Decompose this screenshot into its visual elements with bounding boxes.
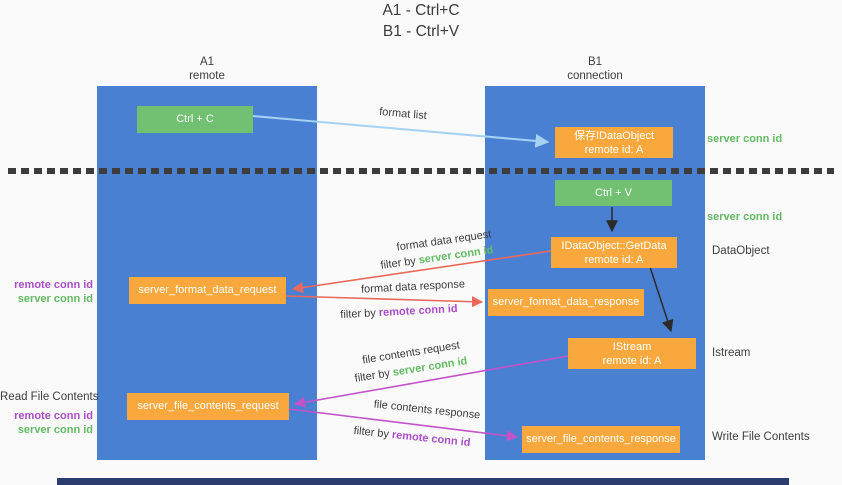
column-b1-subtitle: connection (567, 70, 623, 82)
edge-label-filter-by-remote-conn-id-2: filter by remote conn id (353, 425, 471, 449)
annotation-server-conn-id-top: server conn id (707, 133, 783, 145)
edge-label-file-contents-response-text: file contents response (373, 398, 481, 422)
node-server-file-contents-response: server_file_contents_response (522, 426, 680, 453)
node-idataobject-getdata: IDataObject::GetData remote id: A (551, 237, 677, 268)
remote-conn-id-text: remote conn id (391, 428, 471, 450)
node-server-format-data-request: server_format_data_request (129, 277, 286, 304)
annotation-server-conn-id-mid: server conn id (707, 211, 783, 223)
column-header-b1: B1 connection (485, 55, 705, 83)
node-ctrl-c: Ctrl + C (137, 106, 253, 133)
annotation-remote-conn-id-left-2: remote conn id (14, 410, 93, 422)
node-ctrl-v: Ctrl + V (555, 180, 672, 206)
annotation-server-conn-id-left-2: server conn id (17, 424, 93, 436)
node-ctrl-c-label: Ctrl + C (176, 113, 214, 125)
edge-label-filter-by-remote-conn-id-1: filter by remote conn id (340, 303, 458, 321)
column-a1-subtitle: remote (189, 70, 225, 82)
filter-by-text: filter by (379, 254, 420, 272)
remote-conn-id-text: remote conn id (378, 302, 458, 320)
node-istream-line2: remote id: A (602, 355, 662, 367)
node-istream: IStream remote id: A (568, 338, 696, 369)
annotation-write-file-contents: Write File Contents (712, 431, 810, 443)
node-server-file-contents-request: server_file_contents_request (127, 393, 289, 420)
column-header-a1: A1 remote (97, 55, 317, 83)
node-save-idataobject-line1: 保存IDataObject (573, 130, 655, 142)
edge-label-format-data-response: format data response (361, 278, 465, 295)
edge-label-file-contents-response: file contents response (373, 398, 481, 421)
node-istream-line1: IStream (612, 341, 652, 353)
node-getdata-line2: remote id: A (584, 254, 644, 266)
section-divider (8, 168, 834, 174)
column-a1-name: A1 (199, 56, 215, 68)
node-save-idataobject-line2: remote id: A (584, 144, 644, 156)
annotation-istream: Istream (712, 347, 751, 359)
node-server-file-contents-response-label: server_file_contents_response (526, 433, 676, 445)
bottom-window-edge (57, 478, 789, 485)
annotation-server-conn-id-left-1: server conn id (17, 293, 93, 305)
annotation-remote-conn-id-left-1: remote conn id (14, 279, 93, 291)
column-b1-name: B1 (587, 56, 603, 68)
title-line-2: B1 - Ctrl+V (382, 23, 460, 40)
title-line-1: A1 - Ctrl+C (382, 2, 460, 19)
filter-by-text: filter by (353, 424, 393, 441)
annotation-read-file-contents: Read File Contents (0, 391, 99, 403)
filter-by-text: filter by (353, 366, 394, 385)
node-server-format-data-response: server_format_data_response (488, 289, 644, 316)
edge-label-format-data-response-text: format data response (360, 278, 466, 296)
annotation-dataobject: DataObject (712, 245, 770, 257)
node-save-idataobject: 保存IDataObject remote id: A (555, 127, 673, 158)
node-server-file-contents-request-label: server_file_contents_request (137, 400, 279, 412)
node-server-format-data-response-label: server_format_data_response (492, 296, 640, 308)
node-ctrl-v-label: Ctrl + V (595, 187, 632, 199)
diagram-title: A1 - Ctrl+C B1 - Ctrl+V (0, 0, 842, 42)
node-getdata-line1: IDataObject::GetData (561, 240, 667, 252)
edge-label-format-list: format list (379, 106, 428, 122)
filter-by-text: filter by (340, 307, 380, 322)
node-server-format-data-request-label: server_format_data_request (138, 284, 277, 296)
edge-label-format-list-text: format list (378, 105, 428, 123)
